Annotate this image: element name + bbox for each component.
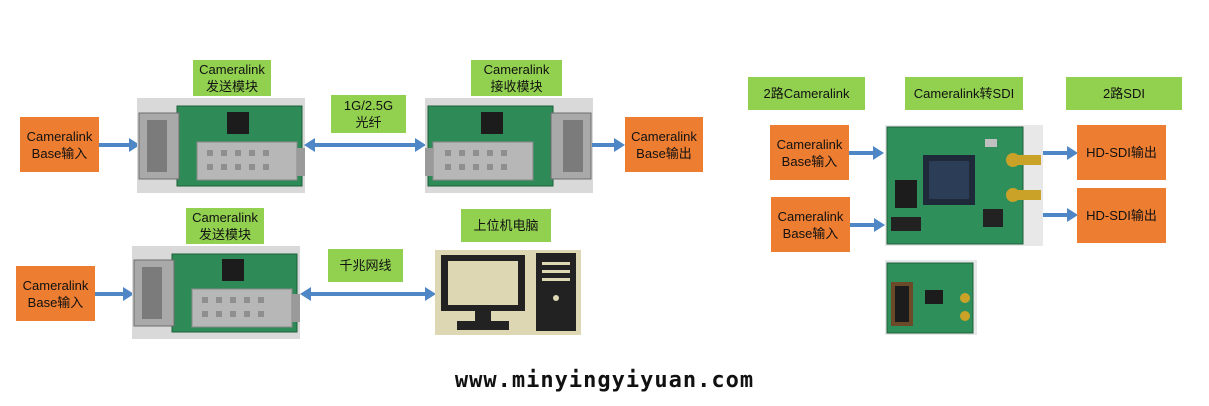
host-pc-icon bbox=[435, 250, 581, 335]
hd-sdi-output-box-2: HD-SDI输出 bbox=[1077, 188, 1166, 243]
cameralink-input-box-bottom: Cameralink Base输入 bbox=[16, 266, 95, 321]
cameralink-rx-module-photo bbox=[425, 98, 593, 193]
tx-module-label-bottom: Cameralink 发送模块 bbox=[186, 208, 264, 244]
rx-module-label: Cameralink 接收模块 bbox=[471, 60, 562, 96]
cameralink-to-sdi-board-photo bbox=[885, 125, 1043, 246]
sdi-input-box-2: Cameralink Base输入 bbox=[771, 197, 850, 252]
cameralink-output-box: Cameralink Base输出 bbox=[625, 117, 703, 172]
tx-module-label-top: Cameralink 发送模块 bbox=[193, 60, 271, 96]
header-2ch-cameralink: 2路Cameralink bbox=[748, 77, 865, 110]
cameralink-tx-module-photo-top bbox=[137, 98, 305, 193]
host-pc-label: 上位机电脑 bbox=[461, 209, 551, 242]
arrow-rx-to-output bbox=[592, 138, 625, 152]
header-cameralink-to-sdi: Cameralink转SDI bbox=[905, 77, 1023, 110]
ethernet-link-label: 千兆网线 bbox=[328, 249, 403, 282]
sdi-input-box-1: Cameralink Base输入 bbox=[770, 125, 849, 180]
fiber-link-label: 1G/2.5G 光纤 bbox=[331, 95, 406, 133]
arrow-input-to-tx-bottom bbox=[95, 287, 134, 301]
footer-website-url: www.minyingyiyuan.com bbox=[454, 368, 755, 393]
header-2ch-sdi: 2路SDI bbox=[1066, 77, 1182, 110]
arrow-input1-to-converter bbox=[849, 146, 884, 160]
cameralink-tx-module-photo-bottom bbox=[132, 246, 300, 339]
sdi-board-underside-photo bbox=[885, 260, 977, 335]
arrow-converter-to-output2 bbox=[1043, 208, 1078, 222]
arrow-fiber-bidirectional bbox=[304, 138, 426, 152]
hd-sdi-output-box-1: HD-SDI输出 bbox=[1077, 125, 1166, 180]
arrow-input-to-tx-top bbox=[99, 138, 140, 152]
arrow-converter-to-output1 bbox=[1043, 146, 1078, 160]
cameralink-input-box-top: Cameralink Base输入 bbox=[20, 117, 99, 172]
arrow-ethernet-bidirectional bbox=[300, 287, 436, 301]
arrow-input2-to-converter bbox=[850, 218, 885, 232]
